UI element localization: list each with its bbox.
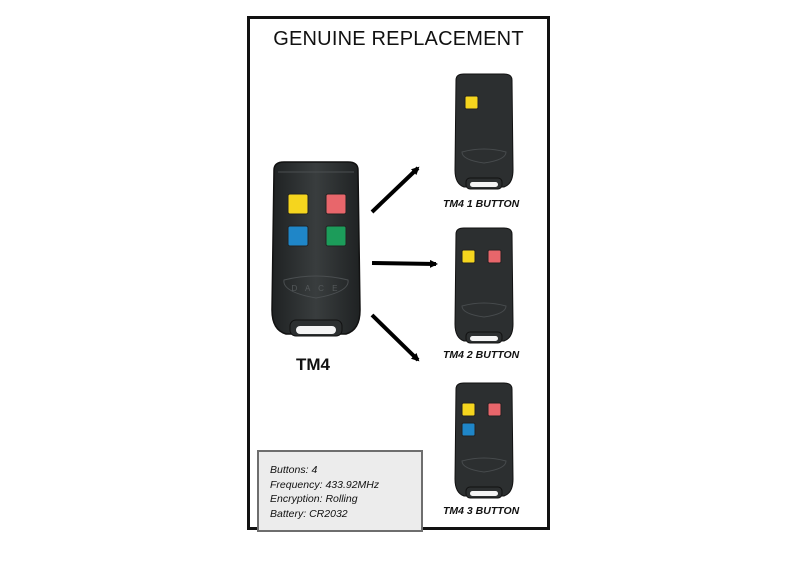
variant-3-button-blue xyxy=(461,422,476,437)
main-remote-label: TM4 xyxy=(296,355,330,374)
variant-3-button-yellow xyxy=(461,402,476,417)
page-title: GENUINE REPLACEMENT xyxy=(273,28,524,50)
main-remote-image: D A C E xyxy=(268,160,364,342)
variant-remote-3-image xyxy=(452,381,516,503)
variant-2-label: TM4 2 BUTTON xyxy=(443,349,520,361)
spec-buttons: Buttons: 4 xyxy=(270,464,318,476)
variant-1-button-yellow xyxy=(464,95,479,110)
main-button-yellow xyxy=(287,193,309,215)
variant-remote-2-image xyxy=(452,226,516,348)
variant-2-button-yellow xyxy=(461,249,476,264)
variant-3-label: TM4 3 BUTTON xyxy=(443,505,520,517)
variant-1-label: TM4 1 BUTTON xyxy=(443,198,520,210)
arrow-to-3-button xyxy=(370,313,420,362)
spec-frequency: Frequency: 433.92MHz xyxy=(270,478,380,491)
spec-encryption: Encryption: Rolling xyxy=(270,493,358,505)
variant-3-button-red xyxy=(487,402,502,417)
main-button-green xyxy=(325,225,347,247)
main-button-red xyxy=(325,193,347,215)
variant-2-button-red xyxy=(487,249,502,264)
spec-battery: Battery: CR2032 xyxy=(270,507,348,520)
main-button-blue xyxy=(287,225,309,247)
specs-box: Buttons: 4 Frequency: 433.92MHz Encrypti… xyxy=(257,450,423,532)
arrow-to-2-button xyxy=(371,259,438,268)
variant-remote-1-image xyxy=(452,72,516,194)
svg-text:D A C E: D A C E xyxy=(291,284,340,293)
arrow-to-1-button xyxy=(370,166,420,214)
